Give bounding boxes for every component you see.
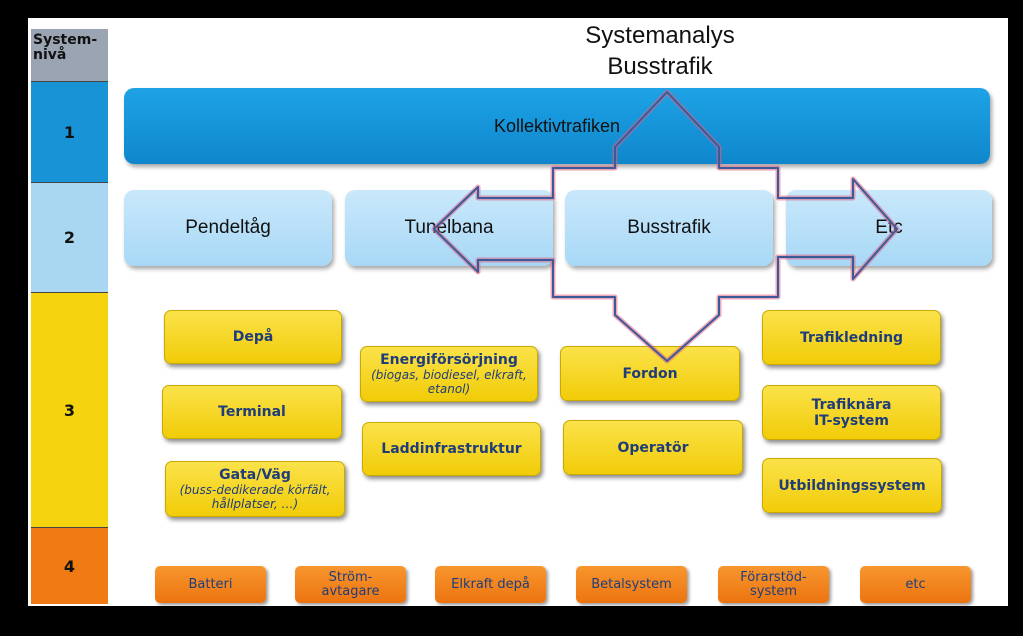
box-laddinfrastruktur: Laddinfrastruktur (362, 422, 541, 476)
box-energiforsorjning: Energiförsörjning (biogas, biodiesel, el… (360, 346, 538, 402)
box-tunelbana-label: Tunelbana (404, 217, 494, 238)
box-kollektivtrafiken: Kollektivtrafiken (124, 88, 990, 164)
box-elkraft-depa-label: Elkraft depå (451, 576, 530, 592)
box-operator-label: Operatör (617, 439, 689, 456)
box-busstrafik-label: Busstrafik (627, 217, 711, 238)
box-trafiknara-it: Trafiknära IT-system (762, 385, 941, 440)
system-level-header: System- nivå (31, 29, 108, 82)
box-stromavtagare: Ström- avtagare (295, 566, 406, 603)
box-stromavtagare-label: Ström- avtagare (321, 569, 380, 599)
box-utbildningssystem: Utbildningssystem (762, 458, 942, 513)
box-trafiknara-it-label: Trafiknära IT-system (811, 396, 892, 429)
box-utbildningssystem-label: Utbildningssystem (778, 477, 926, 494)
box-depa: Depå (164, 310, 342, 364)
level-cell-3: 3 (31, 293, 108, 528)
level-cell-1: 1 (31, 82, 108, 183)
system-level-header-text: System- nivå (33, 32, 98, 63)
level-label-1: 1 (63, 122, 76, 142)
level-cell-4: 4 (31, 528, 108, 604)
box-energiforsorjning-label: Energiförsörjning (380, 352, 518, 368)
level-label-2: 2 (63, 228, 76, 247)
box-depa-label: Depå (232, 329, 274, 345)
box-etc-level4-label: etc (905, 576, 926, 592)
box-elkraft-depa: Elkraft depå (435, 566, 546, 603)
box-gata-vag-label: Gata/Väg (219, 467, 291, 483)
box-gata-vag: Gata/Väg (buss-dedikerade körfält, hållp… (165, 461, 345, 517)
box-tunelbana: Tunelbana (345, 190, 553, 266)
box-laddinfrastruktur-label: Laddinfrastruktur (381, 441, 522, 457)
box-forarstodsystem-label: Förarstöd- system (740, 569, 807, 599)
box-forarstodsystem: Förarstöd- system (718, 566, 829, 603)
box-busstrafik: Busstrafik (565, 190, 773, 266)
box-terminal-label: Terminal (218, 404, 286, 420)
box-trafikledning-label: Trafikledning (799, 329, 904, 346)
box-kollektivtrafiken-label: Kollektivtrafiken (493, 115, 621, 136)
box-gata-vag-sub: (buss-dedikerade körfält, hållplatser, …… (179, 483, 331, 511)
diagram-title-line1: Systemanalys (585, 22, 735, 49)
four-way-arrow-outline (433, 91, 898, 362)
level-label-4: 4 (63, 556, 76, 576)
box-fordon: Fordon (560, 346, 740, 401)
diagram-title-line2: Busstrafik (607, 53, 713, 80)
box-pendeltag: Pendeltåg (124, 190, 332, 266)
box-trafikledning: Trafikledning (762, 310, 941, 365)
four-way-arrow-highlight (431, 89, 900, 364)
box-betalsystem: Betalsystem (576, 566, 687, 603)
box-energiforsorjning-sub: (biogas, biodiesel, elkraft, etanol) (371, 368, 527, 396)
box-etc-level4: etc (860, 566, 971, 603)
level-cell-2: 2 (31, 183, 108, 293)
box-betalsystem-label: Betalsystem (591, 576, 672, 592)
box-etc: Etc (786, 190, 992, 266)
box-operator: Operatör (563, 420, 743, 475)
box-batteri: Batteri (155, 566, 266, 603)
level-label-3: 3 (63, 400, 76, 420)
box-pendeltag-label: Pendeltåg (185, 217, 271, 238)
box-fordon-label: Fordon (622, 365, 678, 382)
box-batteri-label: Batteri (188, 576, 233, 592)
box-terminal: Terminal (162, 385, 342, 439)
